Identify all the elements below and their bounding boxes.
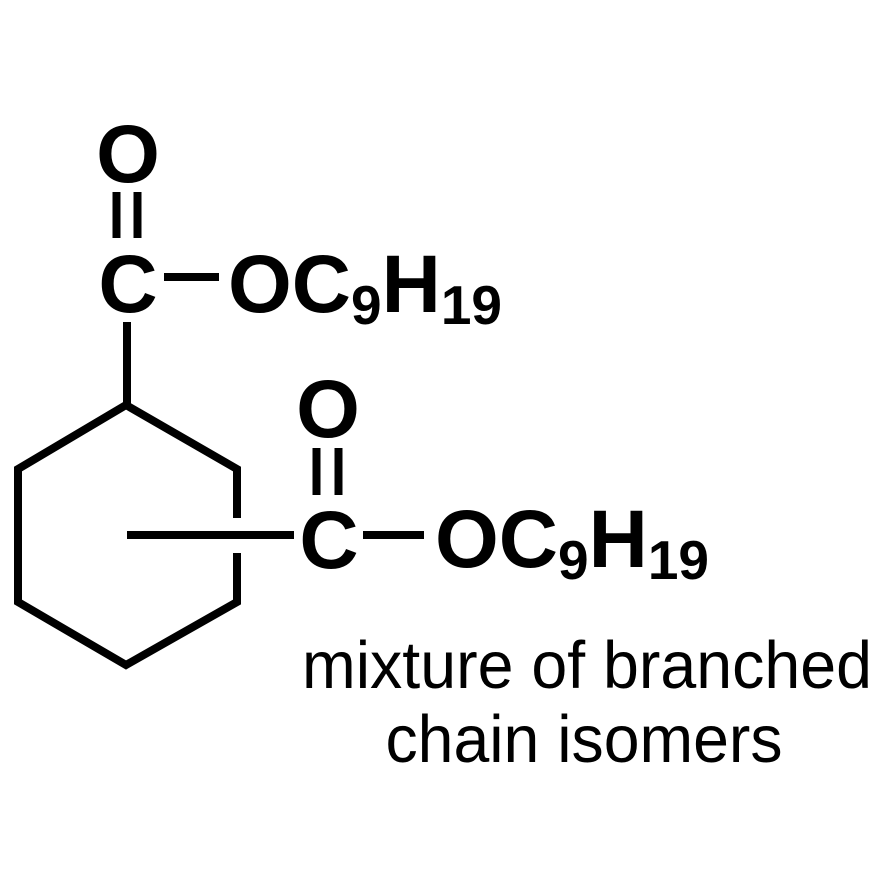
annotation-line-1: mixture of branched [302,628,872,703]
ester1-carbonyl-oxygen-label: O [96,109,160,200]
annotation-line-2: chain isomers [386,702,783,777]
ester2-formula-main1: OC [435,494,558,585]
ester2-carbonyl-carbon-label: C [299,495,358,586]
ester2-formula-sub2: 19 [648,529,709,591]
ester2-formula-sub1: 9 [558,529,589,591]
ester1-formula-main2: H [382,239,441,330]
cyclohexane-ring [14,400,241,670]
ester1-formula-sub2: 19 [441,274,502,336]
ester1-formula-sub1: 9 [351,274,382,336]
ester1-formula-main1: OC [228,239,351,330]
ester2-alkoxy-formula: OC9H19 [435,494,709,591]
ester2-carbonyl-oxygen-label: O [296,364,360,455]
ester2-formula-main2: H [589,494,648,585]
ester1-carbonyl-carbon-label: C [98,239,157,330]
ester1-alkoxy-formula: OC9H19 [228,239,502,336]
